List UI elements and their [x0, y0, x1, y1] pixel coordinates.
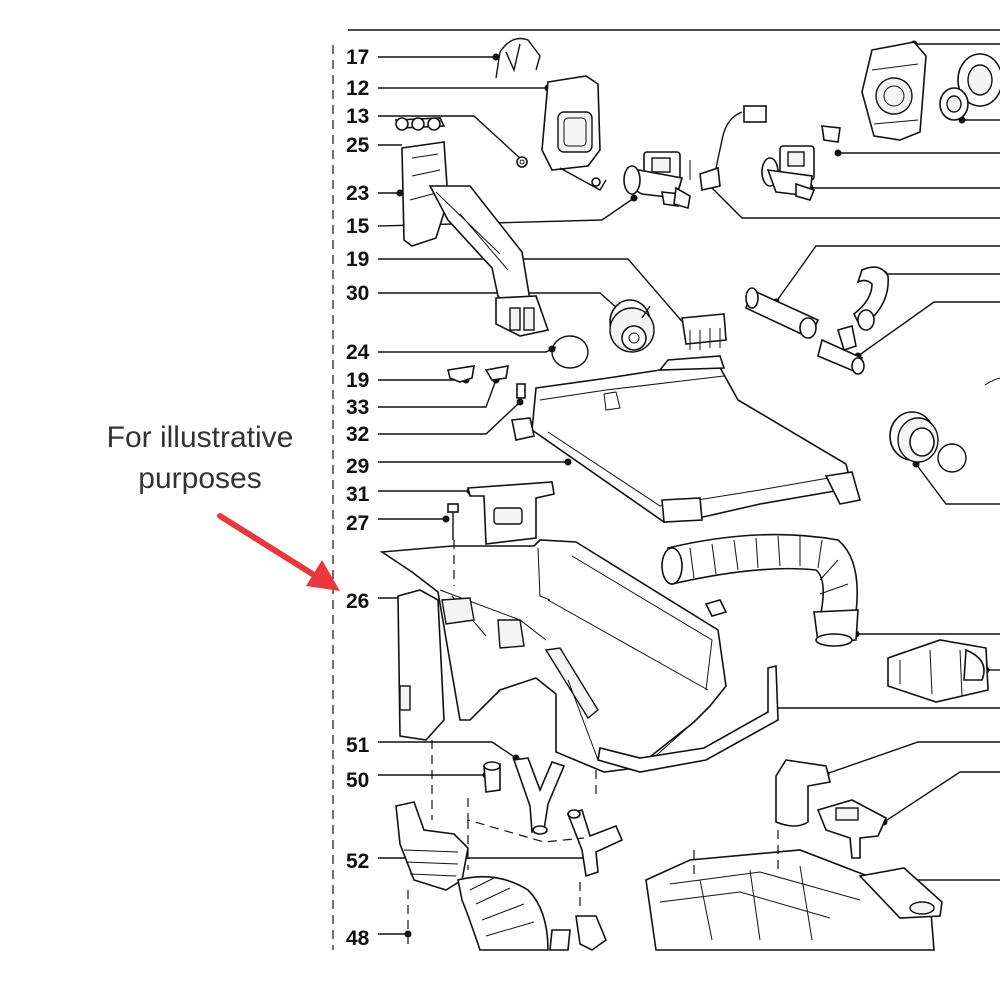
drain-filter-nut — [889, 411, 967, 473]
callout-17: 17 — [346, 46, 369, 69]
t-connector-52 — [566, 809, 624, 878]
bracket-31 — [466, 481, 555, 545]
callout-29: 29 — [346, 455, 369, 478]
clamp-bottom — [575, 915, 607, 951]
note-line-1: For illustrative — [107, 421, 294, 454]
connector-19 — [681, 313, 727, 350]
callout-15: 15 — [346, 215, 370, 238]
callout-32: 32 — [346, 423, 369, 446]
o-ring-24 — [551, 335, 589, 369]
support-rod — [597, 664, 779, 773]
callout-25: 25 — [346, 134, 370, 157]
red-arrow — [217, 513, 340, 591]
seal-housing-top-right — [861, 41, 1000, 141]
hoses-right — [745, 266, 889, 375]
clip-part-17 — [495, 37, 541, 79]
callout-12: 12 — [346, 77, 369, 100]
callout-33: 33 — [346, 396, 369, 419]
callout-27: 27 — [346, 512, 369, 535]
callout-52: 52 — [346, 850, 369, 873]
inlet-valve-right — [699, 105, 841, 201]
hose-assembly-23-25 — [394, 117, 550, 337]
detergent-drawer — [645, 849, 943, 951]
callout-50: 50 — [346, 769, 369, 792]
callout-23: 23 — [346, 182, 369, 205]
left-leader-lines — [377, 53, 690, 938]
valve-bracket-12 — [541, 75, 607, 191]
callout-26: 26 — [346, 590, 369, 613]
drain-hose — [661, 533, 859, 647]
damper-right — [775, 759, 888, 859]
callout-19b: 19 — [346, 369, 369, 392]
callout-labels: 17 12 13 25 23 15 19 30 24 19 33 32 29 3… — [346, 46, 370, 950]
pressure-switch-30 — [609, 299, 655, 353]
inlet-valve-15 — [623, 151, 691, 210]
cap-50 — [483, 761, 501, 793]
pump-right — [887, 639, 989, 703]
note-line-2: purposes — [138, 462, 261, 495]
dispenser-cover-29 — [511, 355, 862, 523]
callout-13: 13 — [346, 105, 369, 128]
screw-part-13 — [516, 156, 528, 168]
screw-27 — [447, 503, 459, 540]
callout-24: 24 — [346, 341, 370, 364]
dispenser-housing-26 — [379, 539, 728, 773]
callout-48: 48 — [346, 927, 370, 950]
callout-51: 51 — [346, 734, 370, 757]
callout-19a: 19 — [346, 248, 369, 271]
bellows-48 — [395, 801, 571, 951]
callout-30: 30 — [346, 282, 369, 305]
assembly-guides — [407, 540, 779, 950]
callout-31: 31 — [346, 483, 370, 506]
y-connector-51 — [512, 757, 566, 835]
small-clips-19-33-32 — [447, 365, 526, 399]
